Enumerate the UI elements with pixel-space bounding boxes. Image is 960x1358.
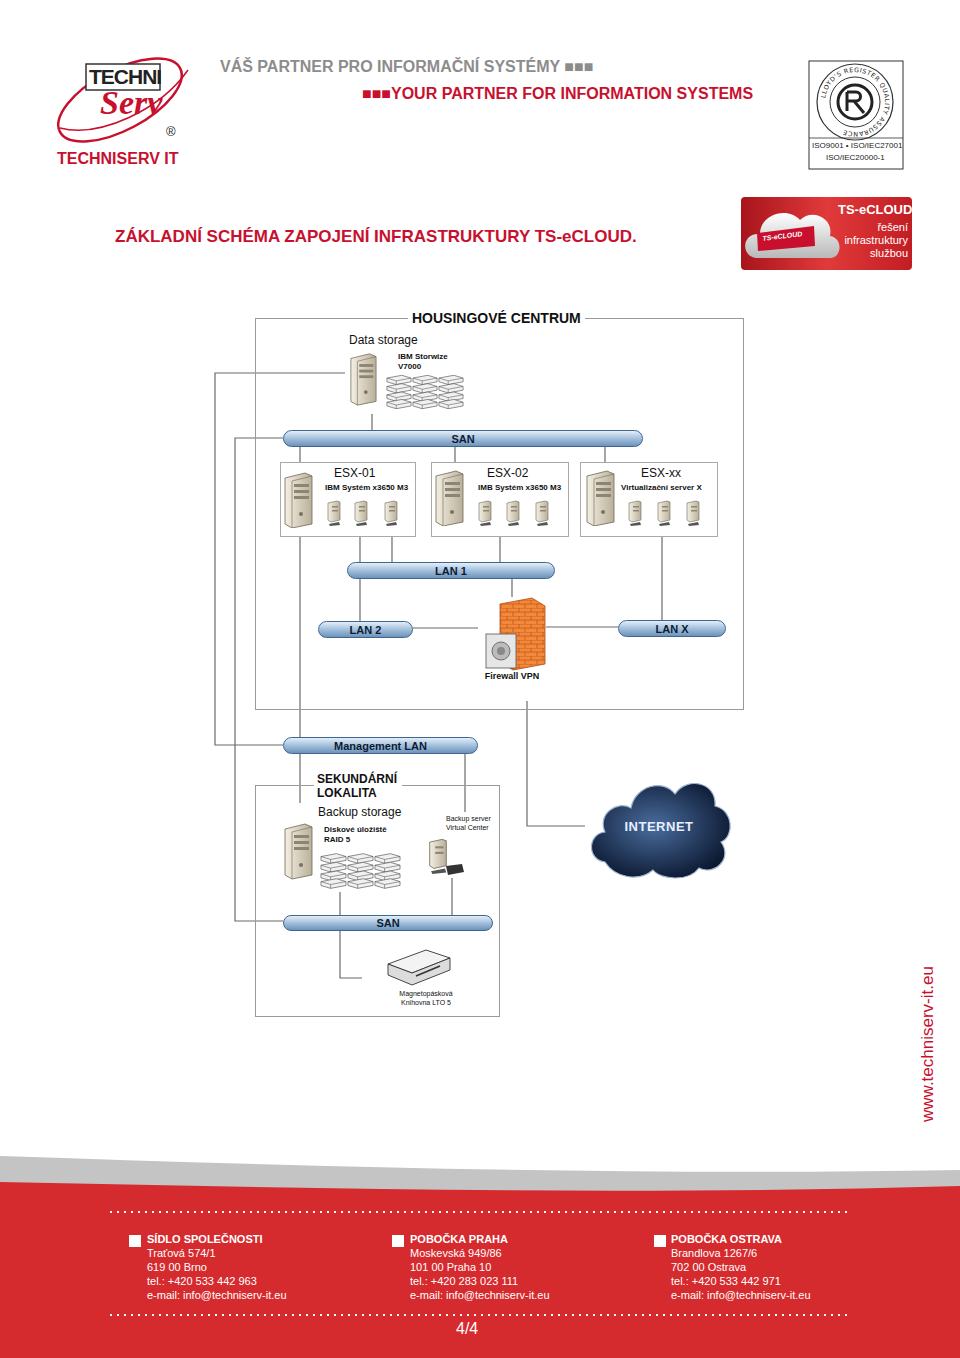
node-subtitle: IBM Storwize V7000: [398, 352, 460, 372]
page-number: 4/4: [456, 1320, 478, 1338]
network-link: [451, 878, 452, 915]
node-title: ESX-02: [487, 466, 528, 480]
node-title: ESX-xx: [641, 466, 681, 480]
network-link: [454, 447, 455, 462]
network-link: [235, 438, 283, 921]
registered-mark: ®: [166, 124, 176, 139]
office-contact: Moskevská 949/86: [410, 1247, 502, 1259]
node-subtitle: Diskové úložiště RAID 5: [324, 825, 394, 845]
office-contact: tel.: +420 283 023 111: [410, 1275, 518, 1287]
logo-script: Serv: [100, 84, 162, 122]
badge-title: TS-eCLOUD: [838, 202, 912, 217]
ring-path: [825, 72, 885, 132]
office-contact: e-mail: info@techniserv-it.eu: [671, 1289, 811, 1301]
network-bus: LAN 1: [347, 562, 555, 579]
node-title: Data storage: [349, 333, 418, 347]
certificate-ring-text: LLOYD'S REGISTER QUALITY ASSURANCE: [819, 66, 891, 138]
network-link: [546, 626, 618, 627]
office-contact: 619 00 Brno: [147, 1261, 207, 1273]
node-subtitle: IMB Systém x3650 M3: [478, 483, 561, 492]
network-link: [604, 447, 605, 462]
network-link: [299, 754, 300, 803]
storage-node: Data storageIBM Storwize V7000: [345, 331, 475, 414]
website-url: www.techniserv-it.eu: [918, 966, 938, 1122]
network-bus: LAN X: [618, 620, 726, 637]
office-contact: e-mail: info@techniserv-it.eu: [147, 1289, 287, 1301]
network-link: [299, 537, 300, 737]
node-title: Magnetopásková Knihovna LTO 5: [384, 989, 468, 1007]
office-contact: Traťová 574/1: [147, 1247, 216, 1259]
node-title: Firewall VPN: [484, 671, 540, 682]
office-heading: SÍDLO SPOLEČNOSTI: [147, 1233, 263, 1245]
network-link: [340, 931, 362, 978]
office-contact: e-mail: info@techniserv-it.eu: [410, 1289, 550, 1301]
node-title: LAN 2: [350, 624, 382, 636]
office-contact: 702 00 Ostrava: [671, 1261, 746, 1273]
network-link: [359, 537, 360, 621]
tape-library: Magnetopásková Knihovna LTO 5: [362, 945, 490, 1017]
network-link: [413, 627, 478, 628]
server-box: ESX-01IBM Systém x3650 M3: [280, 462, 416, 537]
slogan: VÁŠ PARTNER PRO INFORMAČNÍ SYSTÉMY ■■■: [220, 58, 593, 76]
server-box: ESX-02IMB Systém x3650 M3: [431, 462, 569, 537]
network-link: [391, 537, 392, 562]
network-link: [527, 701, 585, 826]
network-link: [464, 754, 465, 812]
internet-cloud: INTERNET: [585, 770, 733, 882]
node-subtitle: IBM Systém x3650 M3: [325, 483, 408, 492]
office-contact: Brandlova 1267/6: [671, 1247, 757, 1259]
network-link: [299, 447, 300, 462]
network-link: [499, 537, 500, 562]
node-title: Backup storage: [318, 805, 401, 819]
office-heading: POBOČKA OSTRAVA: [671, 1233, 782, 1245]
node-title: Management LAN: [334, 740, 427, 752]
server-node: Backup server Virtual Center: [425, 812, 500, 878]
office-heading: POBOČKA PRAHA: [410, 1233, 508, 1245]
node-title: ESX-01: [334, 466, 375, 480]
company-name: TECHNISERV IT: [57, 150, 179, 168]
site-region: HOUSINGOVÉ CENTRUMData storageIBM Storwi…: [255, 318, 744, 710]
firewall-node: Firewall VPN: [478, 597, 546, 701]
node-title: SAN: [376, 917, 399, 929]
network-link: [661, 537, 662, 620]
certificate-text: ISO/IEC20000-1: [826, 153, 885, 162]
network-bus: SAN: [283, 915, 493, 931]
certificate-text: ISO9001 • ISO/IEC27001: [812, 141, 902, 150]
node-title: SEKUNDÁRNÍ LOKALITA: [314, 772, 402, 800]
node-title: HOUSINGOVÉ CENTRUM: [408, 310, 585, 326]
office-contact: 101 00 Praha 10: [410, 1261, 491, 1273]
network-link: [511, 579, 512, 597]
site-region: SEKUNDÁRNÍ LOKALITABackup storageDiskové…: [255, 785, 500, 1017]
page-title: ZÁKLADNÍ SCHÉMA ZAPOJENÍ INFRASTRUKTURY …: [115, 227, 637, 247]
network-bus: LAN 2: [318, 621, 413, 638]
node-title: LAN X: [656, 623, 689, 635]
server-box: ESX-xxVirtualizační server X: [580, 462, 718, 537]
storage-node: Backup storageDiskové úložiště RAID 5: [278, 803, 410, 892]
network-bus: SAN: [283, 430, 643, 447]
office-contact: tel.: +420 533 442 963: [147, 1275, 257, 1287]
office-contact: tel.: +420 533 442 971: [671, 1275, 781, 1287]
network-link: [371, 414, 372, 430]
node-title: LAN 1: [435, 565, 467, 577]
node-title: Backup server Virtual Center: [446, 814, 496, 832]
badge-text: řešení infrastruktury službou: [828, 221, 908, 260]
network-bus: Management LAN: [283, 737, 478, 754]
network-link: [339, 892, 340, 915]
node-subtitle: Virtualizační server X: [621, 483, 702, 492]
node-title: SAN: [451, 433, 474, 445]
node-title: INTERNET: [625, 819, 694, 834]
slogan: ■■■YOUR PARTNER FOR INFORMATION SYSTEMS: [362, 85, 753, 103]
